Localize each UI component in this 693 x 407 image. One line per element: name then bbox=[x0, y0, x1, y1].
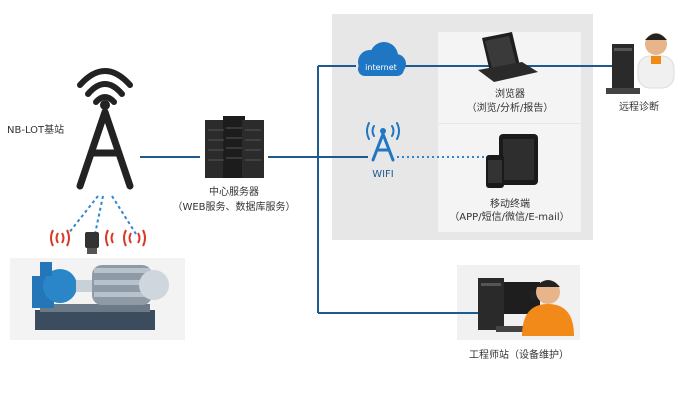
remote-label: 远程诊断 bbox=[619, 102, 659, 113]
person-icon bbox=[522, 280, 574, 336]
server-rack-icon bbox=[205, 116, 264, 178]
browser-sublabel: （浏览/分析/报告） bbox=[466, 103, 554, 114]
sensor-signal-lines bbox=[67, 195, 137, 235]
signal-marks bbox=[50, 229, 146, 247]
workstation-icon bbox=[478, 278, 540, 332]
browser-label: 浏览器 bbox=[495, 89, 525, 100]
laptop-icon bbox=[478, 32, 538, 82]
sensor-icon bbox=[85, 232, 99, 254]
workstation-icon bbox=[606, 44, 640, 94]
phone-icon bbox=[486, 155, 504, 188]
pump-motor-icon bbox=[10, 258, 185, 340]
internet-label: internet bbox=[365, 63, 397, 72]
mobile-sublabel: （APP/短信/微信/E-mail） bbox=[449, 212, 570, 223]
server-sublabel: （WEB服务、数据库服务） bbox=[172, 202, 296, 213]
wifi-label: WIFI bbox=[372, 169, 394, 180]
wifi-antenna-icon bbox=[366, 122, 400, 162]
cloud-icon bbox=[358, 42, 406, 76]
tablet-icon bbox=[499, 134, 538, 185]
engineer-label: 工程师站（设备维护） bbox=[469, 350, 569, 361]
person-icon bbox=[637, 33, 675, 89]
mobile-label: 移动终端 bbox=[490, 199, 530, 210]
server-label: 中心服务器 bbox=[209, 187, 259, 198]
radio-tower-icon bbox=[76, 68, 134, 190]
tower-label: NB-LOT基站 bbox=[7, 125, 65, 136]
